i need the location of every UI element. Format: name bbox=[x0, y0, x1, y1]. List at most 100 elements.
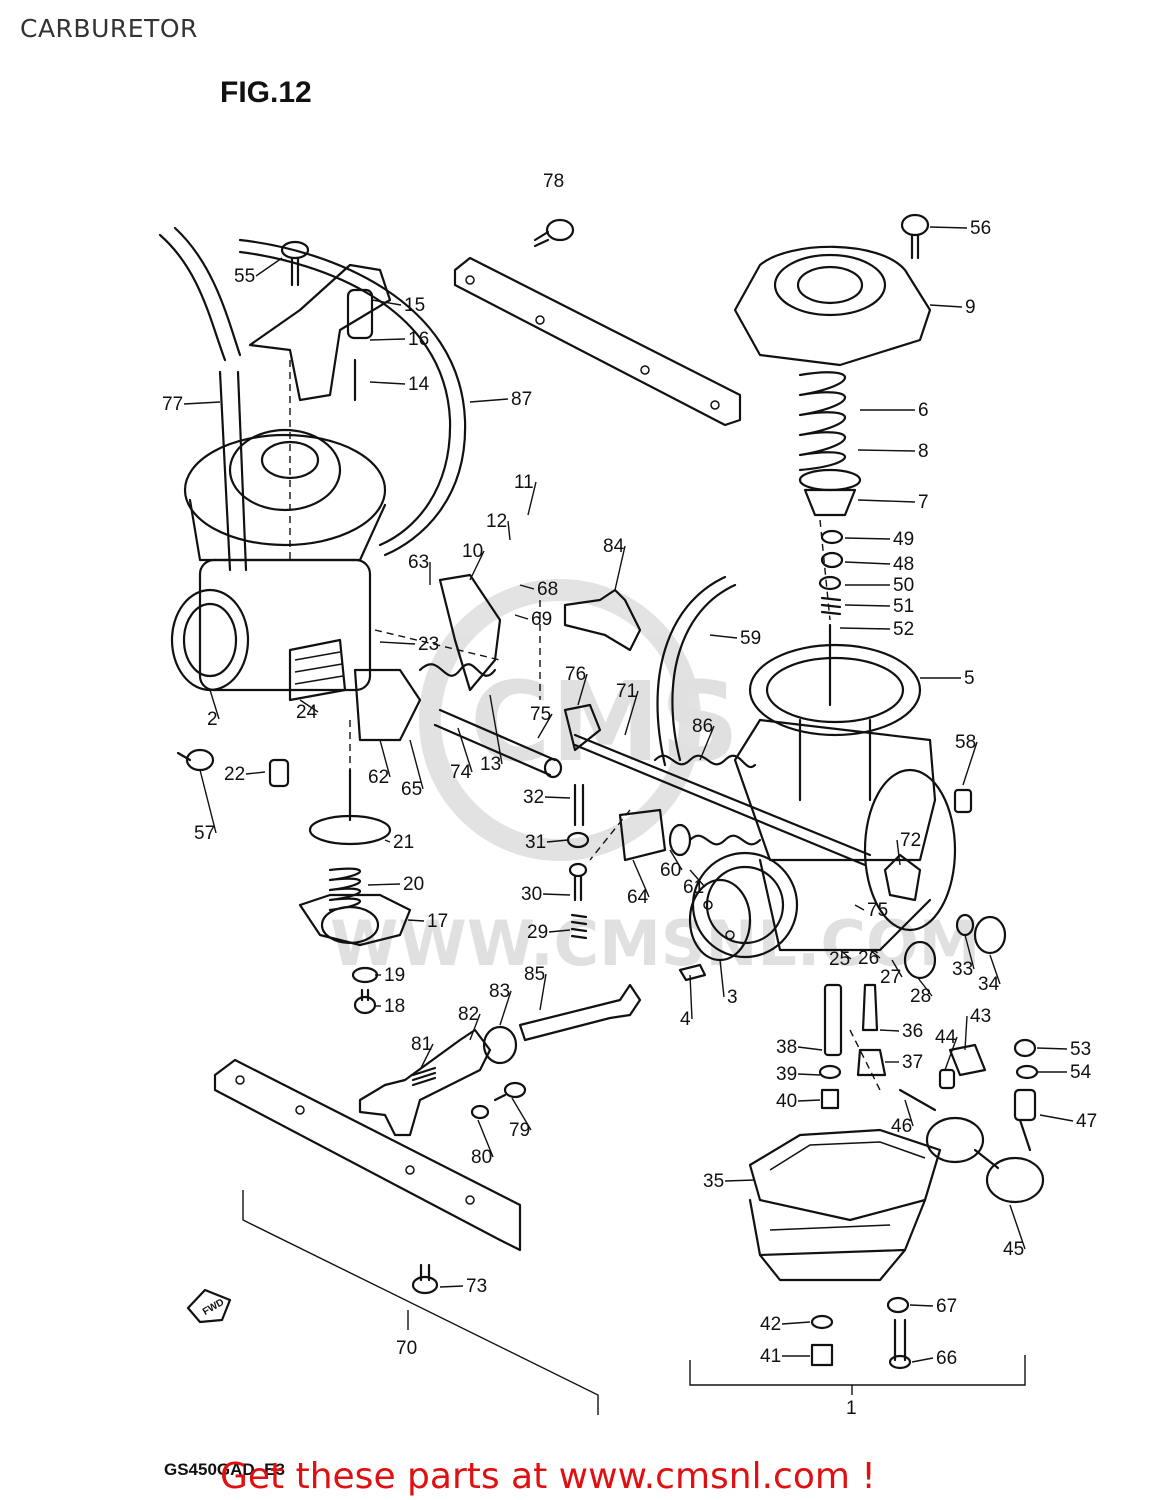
connecting-plate bbox=[453, 256, 742, 427]
callout-label: 64 bbox=[627, 887, 649, 908]
callout-leader-line bbox=[245, 771, 266, 775]
oring-54 bbox=[1015, 1064, 1039, 1080]
screw-67 bbox=[886, 1296, 910, 1314]
callout-label: 3 bbox=[727, 987, 738, 1008]
callout-label: 57 bbox=[194, 823, 215, 844]
callout-leader-line bbox=[614, 545, 626, 591]
callout-label: 47 bbox=[1076, 1111, 1097, 1132]
main-jet-37 bbox=[856, 1048, 887, 1077]
callout-label: 8 bbox=[918, 441, 929, 462]
watermark: CMS WWW.CMSNL.COM bbox=[330, 579, 980, 980]
callout-label: 38 bbox=[776, 1037, 797, 1058]
needle-holder-7 bbox=[798, 468, 862, 517]
callout-leader-line bbox=[457, 727, 473, 773]
pin-46 bbox=[898, 1088, 937, 1112]
callout-label: 33 bbox=[952, 959, 973, 980]
callout-label: 81 bbox=[411, 1034, 432, 1055]
callout-leader-line bbox=[844, 561, 891, 565]
callout-label: 30 bbox=[521, 884, 542, 905]
bracket-72 bbox=[883, 853, 922, 902]
page-title: CARBURETOR bbox=[20, 14, 198, 43]
carburetor-body-left bbox=[170, 428, 422, 742]
callout-label: 50 bbox=[893, 575, 914, 596]
callout-leader-line bbox=[255, 257, 283, 277]
callout-label: 46 bbox=[891, 1116, 912, 1137]
callout-leader-line bbox=[929, 304, 963, 308]
spring-86 bbox=[653, 754, 757, 769]
callout-leader-line bbox=[409, 739, 424, 790]
callout-label: 75 bbox=[530, 704, 551, 725]
callout-leader-line bbox=[689, 974, 693, 1020]
callout-label: 27 bbox=[880, 967, 901, 988]
callout-label: 55 bbox=[234, 266, 255, 287]
screw-30 bbox=[568, 862, 588, 902]
callout-leader-line bbox=[854, 904, 865, 911]
screw-18 bbox=[353, 988, 377, 1015]
callout-leader-line bbox=[1036, 1047, 1068, 1050]
callout-label: 75 bbox=[867, 900, 888, 921]
callout-label: 59 bbox=[740, 628, 761, 649]
clip-43-44 bbox=[938, 1043, 987, 1090]
callout-label: 15 bbox=[404, 295, 425, 316]
callout-label: 61 bbox=[683, 877, 704, 898]
callout-leader-line bbox=[909, 1304, 934, 1307]
callout-label: 53 bbox=[1070, 1039, 1091, 1060]
screw-73 bbox=[411, 1263, 439, 1295]
callout-leader-line bbox=[1009, 1204, 1026, 1250]
cover-17 bbox=[298, 893, 412, 947]
callout-label: 44 bbox=[935, 1027, 957, 1048]
callout-leader-line bbox=[379, 739, 391, 778]
promo-link-text[interactable]: Get these parts at www.cmsnl.com ! bbox=[220, 1456, 876, 1497]
callout-leader-line bbox=[546, 839, 569, 843]
callout-leader-line bbox=[844, 537, 891, 540]
callout-leader-line bbox=[891, 959, 903, 978]
float-45 bbox=[925, 1116, 1045, 1204]
group-bracket-70 bbox=[242, 1190, 599, 1415]
callout-label: 54 bbox=[1070, 1062, 1092, 1083]
bracket-15 bbox=[248, 263, 392, 402]
callout-leader-line bbox=[797, 1046, 823, 1051]
callout-label: 1 bbox=[846, 1398, 857, 1419]
top-cap-9 bbox=[733, 245, 932, 367]
callout-label: 25 bbox=[829, 949, 850, 970]
callout-leader-line bbox=[896, 839, 901, 866]
callout-label: 10 bbox=[462, 541, 483, 562]
starter-plunger bbox=[618, 808, 762, 862]
callout-label: 80 bbox=[471, 1147, 492, 1168]
callout-label: 65 bbox=[401, 779, 422, 800]
callout-leader-line bbox=[379, 641, 416, 645]
callout-leader-line bbox=[781, 1321, 811, 1325]
screw-78 bbox=[533, 218, 575, 248]
callout-label: 84 bbox=[603, 536, 625, 557]
callout-leader-line bbox=[511, 1097, 532, 1131]
callout-leader-line bbox=[709, 634, 738, 639]
callout-label: 85 bbox=[524, 964, 545, 985]
callout-label: 19 bbox=[384, 965, 405, 986]
callout-leader-line bbox=[407, 919, 425, 922]
callout-label: 76 bbox=[565, 664, 586, 685]
callout-leader-line bbox=[844, 604, 891, 607]
callout-label: 72 bbox=[900, 830, 921, 851]
callout-label: 39 bbox=[776, 1064, 797, 1085]
callout-label: 68 bbox=[537, 579, 558, 600]
callout-leader-line bbox=[527, 481, 537, 516]
callout-label: 5 bbox=[964, 668, 975, 689]
callout-label: 13 bbox=[480, 754, 501, 775]
callout-leader-line bbox=[669, 849, 683, 871]
callout-label: 7 bbox=[918, 492, 929, 513]
callout-leader-line bbox=[689, 869, 706, 888]
callout-leader-line bbox=[369, 381, 406, 385]
spring-29 bbox=[570, 913, 588, 940]
callout-leader-line bbox=[367, 883, 401, 886]
screw-79 bbox=[493, 1081, 527, 1102]
callout-label: 12 bbox=[486, 511, 507, 532]
washer-39 bbox=[818, 1064, 842, 1080]
callout-label: 77 bbox=[162, 394, 183, 415]
callout-leader-line bbox=[962, 741, 978, 786]
washer-42 bbox=[810, 1314, 834, 1330]
callout-label: 58 bbox=[955, 732, 976, 753]
group-bracket-1 bbox=[689, 1355, 1026, 1395]
callout-label: 17 bbox=[427, 911, 448, 932]
callout-leader-line bbox=[839, 627, 891, 630]
washer-53 bbox=[1013, 1038, 1037, 1058]
